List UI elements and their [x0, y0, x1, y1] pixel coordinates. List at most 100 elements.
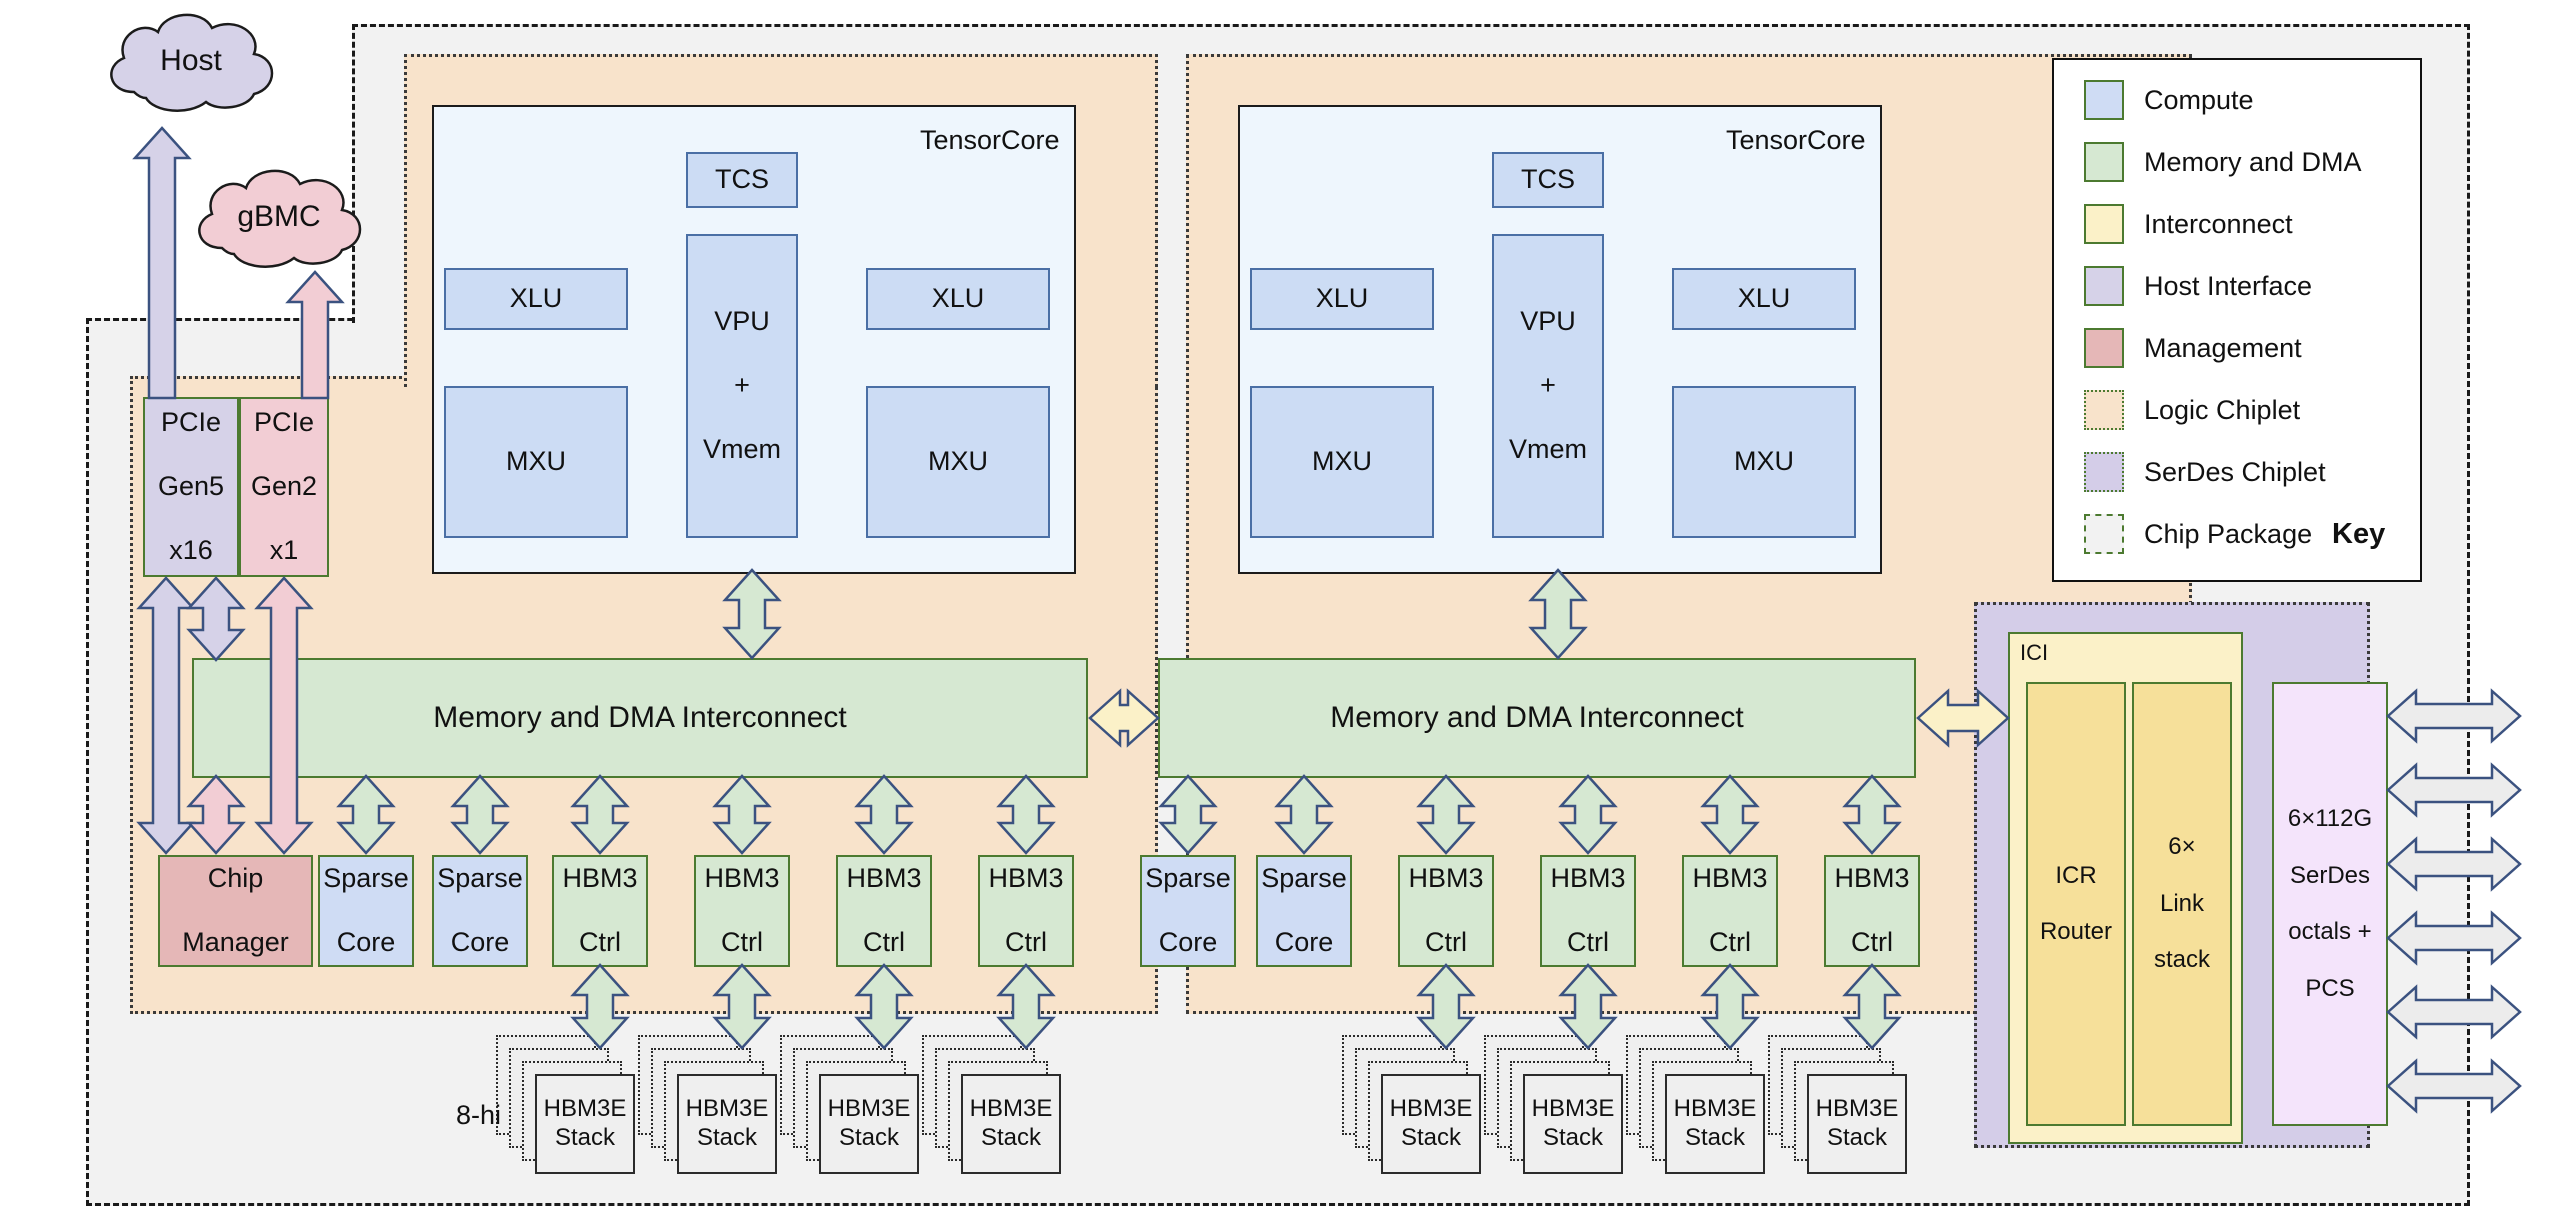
xlu-right-label-0: XLU [931, 283, 985, 314]
legend-item-0: Compute [2084, 80, 2254, 120]
mxu-left-label-1: MXU [1312, 446, 1372, 477]
host-cloud: Host [98, 8, 284, 116]
serdes-octals-pcs-label: 6×112G SerDes octals + PCS [2287, 804, 2373, 1002]
legend-label-3: Host Interface [2144, 270, 2313, 301]
pcie-gen5-label: PCIe Gen5 x16 [157, 407, 225, 565]
legend-label-0: Compute [2144, 84, 2254, 115]
pcie-gen2-label: PCIe Gen2 x1 [250, 407, 318, 565]
xlu-right-label-1: XLU [1737, 283, 1791, 314]
tensorcore-0-label: TensorCore [920, 125, 1060, 155]
legend-label-7: Chip Package [2144, 518, 2313, 549]
vpu-vmem-block-1[interactable]: VPU + Vmem [1492, 234, 1604, 538]
legend-swatch-3 [2084, 266, 2124, 306]
icr-router-block[interactable]: ICR Router [2026, 682, 2126, 1126]
memory-dma-interconnect-0[interactable]: Memory and DMA Interconnect [192, 658, 1088, 778]
legend-key-label: Key [2332, 518, 2386, 550]
link-stack-block[interactable]: 6× Link stack [2132, 682, 2232, 1126]
xlu-block-left-1[interactable]: XLU [1250, 268, 1434, 330]
legend-label-2: Interconnect [2144, 208, 2293, 239]
tcs-block-0[interactable]: TCS [686, 152, 798, 208]
legend-item-1: Memory and DMA [2084, 142, 2362, 182]
memory-dma-interconnect-0-label: Memory and DMA Interconnect [433, 701, 847, 735]
pcie-gen5-block[interactable]: PCIe Gen5 x16 [143, 397, 239, 577]
link-stack-label: 6× Link stack [2153, 833, 2210, 974]
mxu-right-label-0: MXU [928, 446, 988, 477]
hbm-height-label: 8-hi [456, 1100, 502, 1130]
pcie-gen2-block[interactable]: PCIe Gen2 x1 [239, 397, 329, 577]
mxu-block-right-1[interactable]: MXU [1672, 386, 1856, 538]
legend-item-5: Logic Chiplet [2084, 390, 2300, 430]
mxu-block-right-0[interactable]: MXU [866, 386, 1050, 538]
legend-panel [2052, 58, 2422, 582]
legend-label-1: Memory and DMA [2144, 146, 2362, 177]
gbmc-cloud-shape [198, 169, 362, 268]
icr-router-label: ICR Router [2039, 861, 2113, 946]
memory-dma-interconnect-1[interactable]: Memory and DMA Interconnect [1158, 658, 1916, 778]
legend-item-7: Chip Package [2084, 514, 2312, 554]
xlu-block-left-0[interactable]: XLU [444, 268, 628, 330]
mxu-left-label-0: MXU [506, 446, 566, 477]
xlu-block-right-0[interactable]: XLU [866, 268, 1050, 330]
vpu-vmem-block-0[interactable]: VPU + Vmem [686, 234, 798, 538]
tensorcore-1-label: TensorCore [1726, 125, 1866, 155]
mxu-block-left-0[interactable]: MXU [444, 386, 628, 538]
legend-swatch-2 [2084, 204, 2124, 244]
mxu-block-left-1[interactable]: MXU [1250, 386, 1434, 538]
gbmc-cloud: gBMC [186, 164, 372, 272]
xlu-block-right-1[interactable]: XLU [1672, 268, 1856, 330]
tcs-block-1[interactable]: TCS [1492, 152, 1604, 208]
legend-label-4: Management [2144, 332, 2302, 363]
ici-group-label: ICI [2020, 640, 2049, 665]
legend-item-6: SerDes Chiplet [2084, 452, 2326, 492]
legend-item-2: Interconnect [2084, 204, 2293, 244]
legend-item-3: Host Interface [2084, 266, 2312, 306]
legend-swatch-1 [2084, 142, 2124, 182]
serdes-octals-pcs-block[interactable]: 6×112G SerDes octals + PCS [2272, 682, 2388, 1126]
vpu-label-0: VPU + Vmem [702, 306, 781, 464]
xlu-left-label-1: XLU [1315, 283, 1369, 314]
mxu-right-label-1: MXU [1734, 446, 1794, 477]
legend-label-5: Logic Chiplet [2144, 394, 2301, 425]
host-cloud-shape [110, 13, 274, 112]
